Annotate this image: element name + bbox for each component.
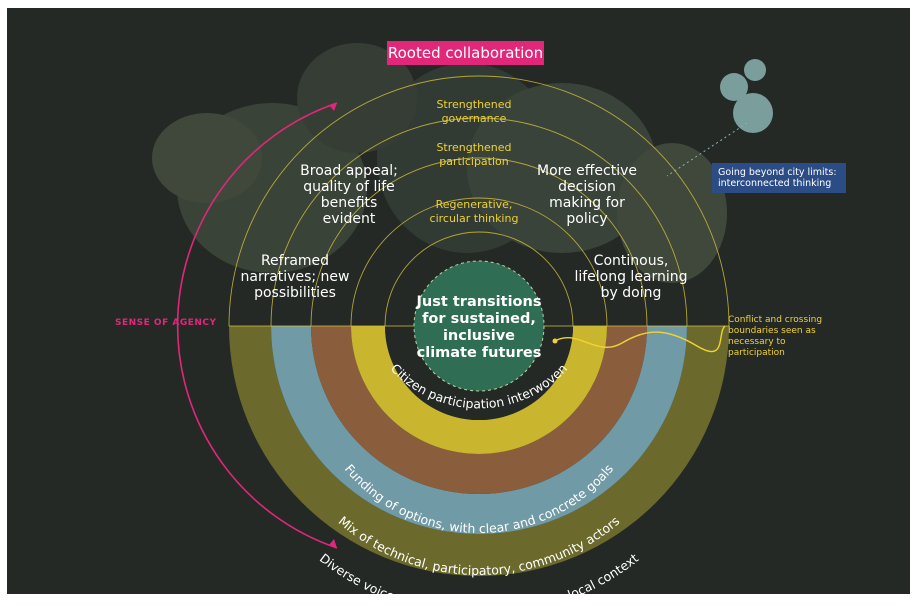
agency-arc <box>176 102 338 549</box>
agency-arrow-top <box>329 103 337 111</box>
title-badge: Rooted collaboration <box>387 41 544 65</box>
tree-silhouettes <box>152 43 727 283</box>
label-strengthened-governance: Strengthened governance <box>436 98 512 125</box>
diagram-canvas: Citizen participation interwoven Funding… <box>7 8 910 594</box>
conflict-line <box>554 325 726 353</box>
conflict-note: Conflict and crossing boundaries seen as… <box>728 315 823 358</box>
city-limits-note: Going beyond city limits: interconnected… <box>712 163 846 193</box>
guide-circles <box>228 75 730 327</box>
center-title: Just transitions for sustained, inclusiv… <box>416 294 542 361</box>
sense-of-agency-label: SENSE OF AGENCY <box>115 318 217 328</box>
label-broad-appeal: Broad appeal; quality of life benefits e… <box>300 163 398 227</box>
agency-arrow-bottom <box>329 539 337 548</box>
label-strengthened-participation: Strengthened participation <box>436 141 512 168</box>
label-reframed-narratives: Reframed narratives; new possibilities <box>240 253 350 301</box>
label-regenerative-thinking: Regenerative, circular thinking <box>429 198 519 225</box>
center-circle <box>413 260 545 392</box>
conflict-dot <box>552 338 558 344</box>
city-connector <box>666 122 748 177</box>
label-lifelong-learning: Continous, lifelong learning by doing <box>574 253 688 301</box>
city-bubbles <box>720 59 773 133</box>
diagram-graphics: Citizen participation interwoven Funding… <box>152 43 773 594</box>
label-effective-decision: More effective decision making for polic… <box>536 163 637 227</box>
